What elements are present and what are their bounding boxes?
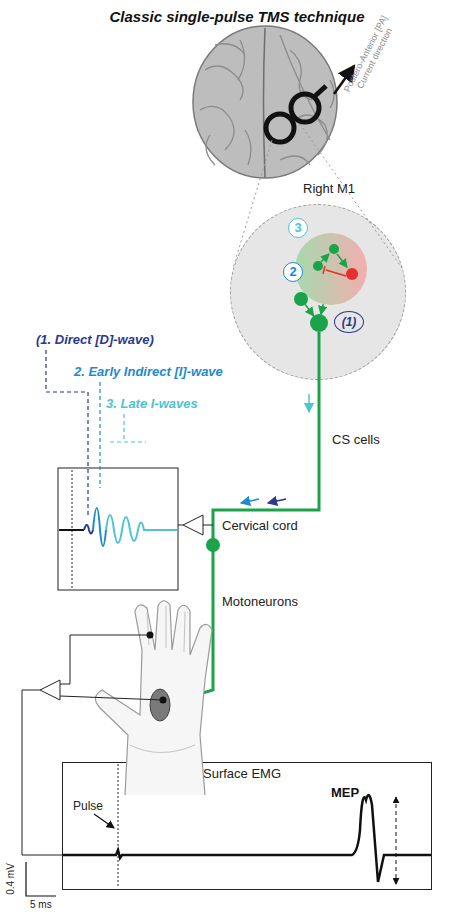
- tms-coil-handle: [314, 86, 326, 97]
- late-i-waves: [106, 515, 177, 543]
- synaptic-connector: [321, 304, 323, 314]
- region-label: Right M1: [303, 181, 355, 196]
- interneuron: [313, 261, 323, 271]
- wave-label: (1. Direct [D]-wave): [36, 332, 154, 347]
- electrode: [147, 632, 154, 639]
- volley-arrow: [308, 394, 310, 412]
- pulse-marker: [72, 470, 73, 588]
- amplifier-symbol: [40, 680, 60, 700]
- leader-line: [110, 414, 146, 442]
- pathway-label: CS cells: [332, 432, 380, 447]
- recording-wire: [22, 635, 163, 855]
- amplitude-arrow: [396, 797, 397, 884]
- recording-wire: [178, 525, 213, 526]
- brain-gyri: [200, 35, 334, 165]
- mep-label: MEP: [331, 785, 359, 800]
- trace-baseline: [59, 529, 84, 531]
- brain-outline: [193, 26, 337, 178]
- callout-number: 2: [283, 262, 303, 282]
- current-arrow: [334, 66, 354, 94]
- callout-number: 3: [288, 218, 308, 238]
- motoneuron: [206, 538, 220, 552]
- scale-bar: [26, 862, 56, 896]
- input-neuron: 2: [294, 292, 308, 306]
- pathway-label: Motoneurons: [222, 594, 298, 609]
- tms-coil-wing: [291, 94, 319, 122]
- tms-coil-wing: [266, 114, 294, 142]
- pulse-label: Pulse: [73, 799, 103, 813]
- pathway-label: Cervical cord: [222, 518, 298, 533]
- d-wave: [84, 525, 93, 534]
- early-i-wave: [93, 508, 106, 546]
- emg-trace: [63, 795, 431, 882]
- synapse-arrow: [337, 254, 347, 267]
- diagram-title: Classic single-pulse TMS technique: [0, 8, 474, 25]
- volley-arrow: [268, 499, 286, 503]
- zoom-leader: [233, 140, 272, 268]
- leader-line: [46, 350, 88, 518]
- zoom-leader: [300, 124, 402, 268]
- callout-number: (1): [334, 311, 364, 333]
- scale-label: 0.4 mV: [5, 853, 19, 905]
- panel-heading: Surface EMG: [203, 766, 281, 781]
- wave-label: 3. Late I-waves: [106, 396, 198, 411]
- scale-label: 5 ms: [30, 899, 52, 910]
- leader-line: [99, 382, 100, 488]
- hand-illustration: [95, 601, 212, 795]
- brain-midline: [264, 28, 266, 178]
- corticospinal-tract: [170, 332, 319, 703]
- interneuron: [329, 244, 339, 254]
- epidural-trace-box: [58, 468, 178, 590]
- wave-label: 2. Early Indirect [I]-wave: [74, 364, 223, 379]
- volley-arrow: [241, 499, 259, 503]
- electrode: [160, 697, 167, 704]
- pulse-marker: [118, 764, 119, 888]
- emg-panel: Surface EMG Pulse MEP: [62, 762, 432, 890]
- fdi-muscle: [150, 689, 170, 721]
- synapse-arrow: [321, 254, 329, 262]
- cs-cell: (1): [310, 314, 328, 332]
- inhibitory-interneuron: [346, 268, 358, 280]
- amplifier-symbol: [183, 515, 203, 535]
- inhibitory-synapse: [323, 266, 346, 276]
- hand-detail: [130, 606, 195, 753]
- m1-zoom-circle: Right M132(1): [230, 204, 406, 380]
- synaptic-connector: [305, 305, 313, 316]
- pulse-arrow: [94, 814, 114, 828]
- current-direction-note: Postero-Anterior [PA] Current direction: [337, 5, 402, 107]
